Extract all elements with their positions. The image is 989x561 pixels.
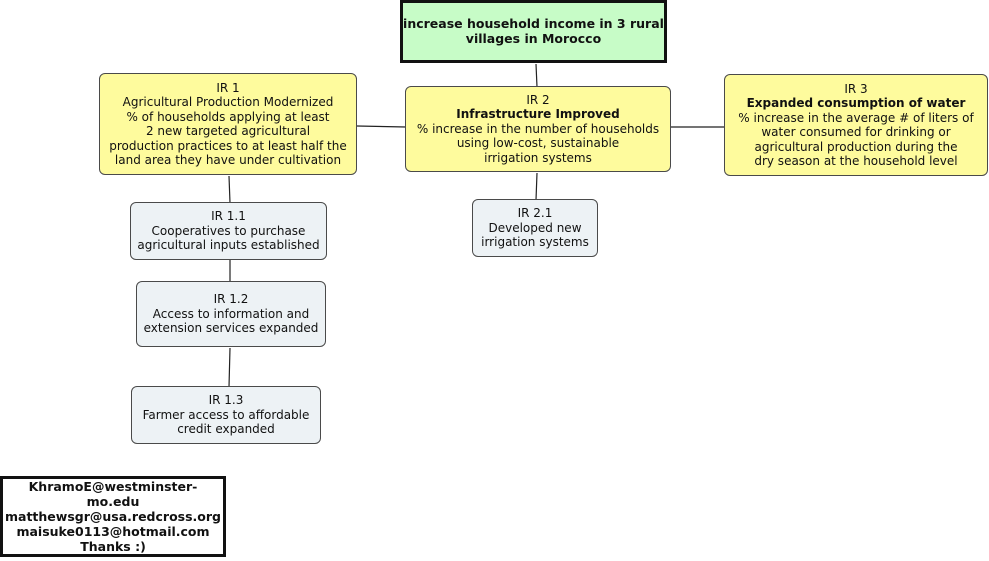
ir1-1-line: agricultural inputs established	[137, 238, 320, 253]
ir2-1-code: IR 2.1	[517, 206, 553, 221]
contact-email: matthewsgr@usa.redcross.org	[5, 509, 221, 524]
ir2-code: IR 2	[526, 92, 550, 107]
ir1-indicator-line: land area they have under cultivation	[114, 153, 342, 167]
goal-line-2: villages in Morocco	[465, 30, 602, 46]
thanks-text: Thanks :)	[80, 539, 146, 554]
ir3-code: IR 3	[844, 81, 868, 96]
ir1-3-box: IR 1.3 Farmer access to affordable credi…	[131, 386, 321, 444]
ir3-box: IR 3 Expanded consumption of water % inc…	[724, 74, 988, 176]
ir1-code: IR 1	[216, 80, 240, 95]
ir1-2-line: Access to information and	[152, 306, 310, 321]
ir1-2-code: IR 1.2	[213, 292, 249, 307]
connector-ir2-ir2-1	[535, 172, 538, 201]
ir1-1-box: IR 1.1 Cooperatives to purchase agricult…	[130, 202, 327, 260]
ir2-1-line: Developed new	[488, 220, 582, 235]
ir1-indicator-line: 2 new targeted agricultural	[145, 124, 311, 138]
ir1-box: IR 1 Agricultural Production Modernized …	[99, 73, 357, 175]
contact-email: maisuke0113@hotmail.com	[16, 524, 210, 539]
connector-ir1-ir2	[356, 125, 407, 128]
ir1-2-line: extension services expanded	[143, 321, 319, 336]
ir3-indicator-line: water consumed for drinking or	[761, 125, 951, 139]
ir1-title: Agricultural Production Modernized	[122, 95, 334, 109]
contact-box: KhramoE@westminster-mo.edu matthewsgr@us…	[0, 476, 226, 557]
ir1-1-line: Cooperatives to purchase	[151, 223, 306, 238]
ir3-indicator-line: agricultural production during the	[754, 139, 958, 154]
ir2-1-box: IR 2.1 Developed new irrigation systems	[472, 199, 598, 257]
goal-box: increase household income in 3 rural vil…	[400, 0, 667, 63]
ir3-indicator-line: % increase in the average # of liters of	[738, 110, 974, 125]
ir1-2-box: IR 1.2 Access to information and extensi…	[136, 281, 326, 347]
ir2-indicator-line: using low-cost, sustainable	[456, 136, 620, 151]
ir2-indicator-line: % increase in the number of households	[416, 121, 660, 136]
connector-ir1-ir1-1	[228, 175, 231, 204]
goal-line-1: increase household income in 3 rural	[403, 16, 664, 31]
ir2-box: IR 2 Infrastructure Improved % increase …	[405, 86, 671, 172]
ir1-3-code: IR 1.3	[208, 393, 244, 408]
ir1-1-code: IR 1.1	[211, 209, 246, 224]
ir1-indicator-line: % of households applying at least	[126, 109, 330, 124]
ir2-1-line: irrigation systems	[481, 235, 589, 250]
ir1-3-line: credit expanded	[177, 422, 275, 437]
ir2-title: Infrastructure Improved	[456, 107, 620, 122]
ir3-title: Expanded consumption of water	[746, 96, 966, 110]
ir1-indicator-line: production practices to at least half th…	[109, 138, 347, 153]
ir1-3-line: Farmer access to affordable	[142, 407, 310, 422]
ir3-indicator-line: dry season at the household level	[754, 154, 958, 168]
connector-goal-ir2	[535, 63, 538, 88]
connector-ir1-2-ir1-3	[228, 347, 231, 388]
contact-email: KhramoE@westminster-mo.edu	[28, 479, 198, 509]
ir2-indicator-line: irrigation systems	[484, 150, 592, 165]
